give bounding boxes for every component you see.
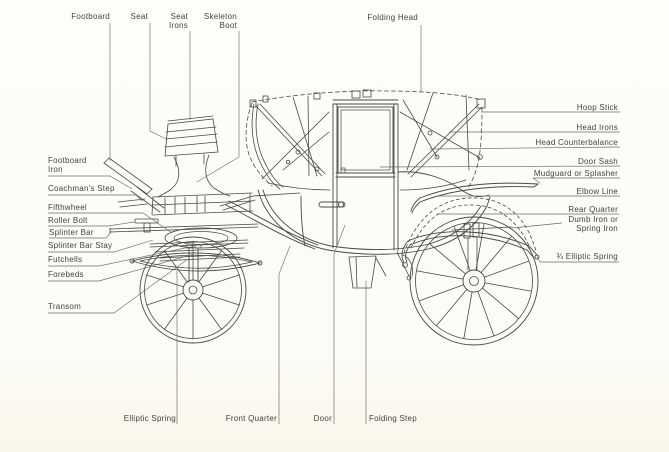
label-seat-irons: Seat Irons xyxy=(168,12,188,30)
folding-step-part xyxy=(348,251,413,289)
label-fifthwheel: Fifthwheel xyxy=(48,203,87,212)
label-footboard-iron: Footboard Iron xyxy=(48,156,87,174)
label-transom: Transom xyxy=(48,302,82,311)
label-three-quarter-elliptic-spring: ¾ Elliptic Spring xyxy=(556,252,618,261)
label-rear-quarter: Rear Quarter xyxy=(568,205,618,214)
label-door-sash: Door Sash xyxy=(577,157,618,166)
carriage-body xyxy=(103,89,540,346)
label-elliptic-spring: Elliptic Spring xyxy=(123,414,176,423)
label-coachmans-step: Coachman's Step xyxy=(48,184,115,193)
label-elbow-line: Elbow Line xyxy=(576,187,618,196)
forecarriage xyxy=(109,218,259,262)
front-hood-frame xyxy=(251,95,331,191)
front-wheel xyxy=(139,236,247,344)
label-dumb-iron-or-spring-iron: Dumb Iron or Spring Iron xyxy=(568,215,618,233)
rear-quarter-arches xyxy=(403,197,537,254)
rear-wheel xyxy=(409,216,539,346)
label-folding-step: Folding Step xyxy=(369,414,417,423)
door xyxy=(318,99,399,252)
label-forebeds: Forebeds xyxy=(48,270,84,279)
label-skeleton-boot: Skeleton Boot xyxy=(203,12,237,30)
label-seat: Seat xyxy=(130,12,148,21)
mudguard-splasher xyxy=(410,182,539,214)
label-front-quarter: Front Quarter xyxy=(225,414,277,423)
label-splinter-bar: Splinter Bar xyxy=(49,228,94,237)
label-hoop-stick: Hoop Stick xyxy=(576,103,618,112)
label-door: Door xyxy=(313,414,332,423)
front-elliptic-spring xyxy=(129,244,263,283)
box-seat-and-boot xyxy=(103,115,301,216)
label-roller-bolt: Roller Bolt xyxy=(48,216,88,225)
leader-lines xyxy=(48,23,621,424)
label-splinter-bar-stay: Splinter Bar Stay xyxy=(48,241,113,250)
label-head-counterbalance: Head Counterbalance xyxy=(535,138,618,147)
label-folding-head: Folding Head xyxy=(367,13,418,22)
rear-hood-frame xyxy=(399,92,483,191)
rear-spring xyxy=(401,222,540,271)
folding-head-outline xyxy=(245,90,483,189)
label-head-irons: Head Irons xyxy=(576,123,618,132)
hood-clamps xyxy=(249,89,486,109)
label-futchells: Futchells xyxy=(48,255,83,264)
label-footboard: Footboard xyxy=(71,12,110,21)
label-mudguard-or-splasher: Mudguard or Splasher xyxy=(533,169,618,178)
